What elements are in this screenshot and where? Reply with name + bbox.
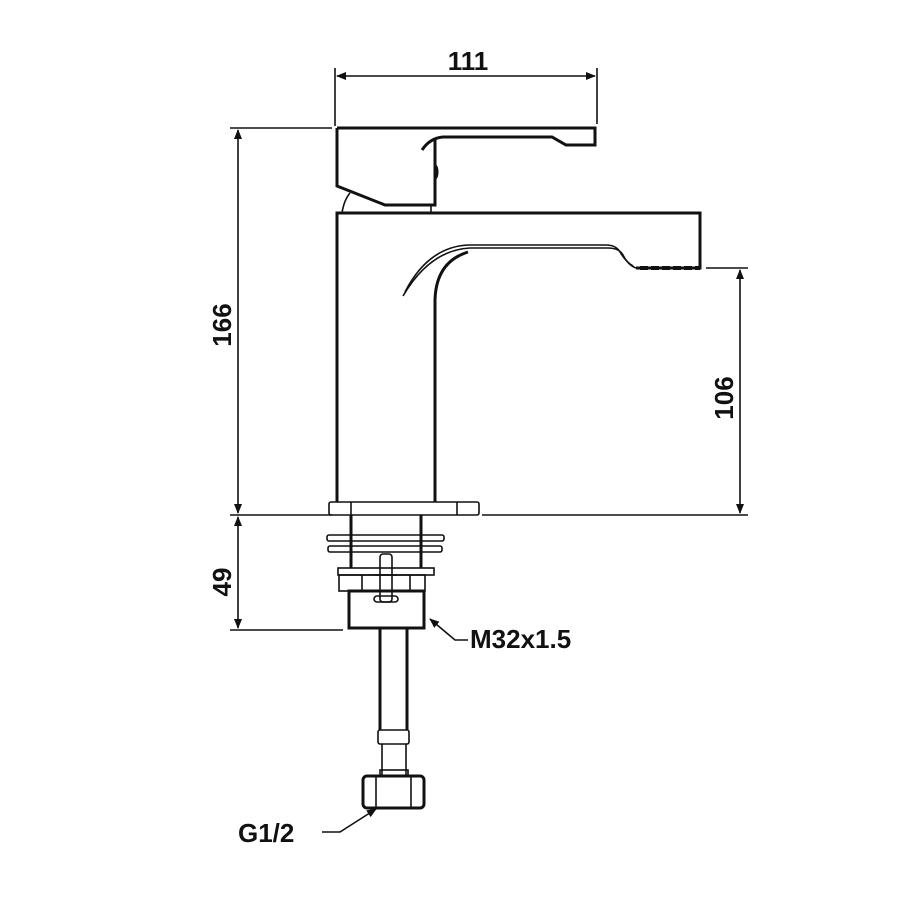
screw-icon — [379, 553, 393, 603]
dimension-label-width: 111 — [448, 46, 489, 76]
callout-connection: G1/2 — [238, 808, 377, 848]
dimension-label-spout-height: 106 — [709, 376, 739, 419]
dimension-below-deck: 49 — [207, 516, 343, 631]
faucet-body — [335, 211, 702, 502]
callout-thread: M32x1.5 — [429, 618, 571, 654]
dimension-spout-height: 106 — [706, 267, 748, 514]
dimension-width: 111 — [334, 46, 598, 126]
callout-label-connection: G1/2 — [238, 818, 294, 848]
callout-label-thread: M32x1.5 — [470, 624, 571, 654]
dimension-label-total-height: 166 — [207, 303, 237, 346]
lever-handle — [335, 126, 597, 214]
dimension-total-height: 166 — [207, 127, 748, 516]
dimension-label-below-deck: 49 — [207, 568, 237, 597]
deck-fixing — [326, 501, 480, 630]
supply-hose — [361, 628, 426, 810]
